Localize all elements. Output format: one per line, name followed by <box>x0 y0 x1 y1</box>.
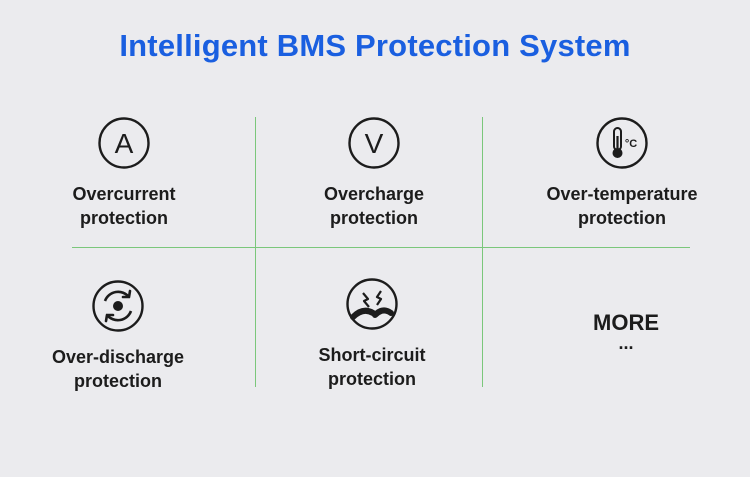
divider-vertical-1 <box>255 117 256 387</box>
more-label: MORE <box>593 310 659 335</box>
feature-label: Overcurrent protection <box>72 184 176 228</box>
feature-label: Overcharge protection <box>323 184 425 228</box>
thermometer-icon: °C <box>596 117 648 169</box>
voltmeter-icon: V <box>348 117 400 169</box>
short-circuit-icon <box>346 278 398 330</box>
more-indicator: MORE ... <box>516 310 736 353</box>
svg-text:A: A <box>115 128 134 159</box>
feature-short-circuit: Short-circuit protection <box>262 277 482 391</box>
more-dots: ... <box>618 333 634 353</box>
svg-text:°C: °C <box>625 138 637 150</box>
feature-label: Short-circuit protection <box>318 345 426 389</box>
ammeter-icon: A <box>98 117 150 169</box>
feature-overcharge: V Overcharge protection <box>264 116 484 230</box>
discharge-cycle-icon <box>92 280 144 332</box>
page-title: Intelligent BMS Protection System <box>119 28 631 63</box>
feature-over-temperature: °C Over-temperature protection <box>512 116 732 230</box>
feature-label: Over-temperature protection <box>546 184 698 228</box>
svg-text:V: V <box>365 128 384 159</box>
feature-overcurrent: A Overcurrent protection <box>14 116 234 230</box>
divider-vertical-2 <box>482 117 483 387</box>
feature-label: Over-discharge protection <box>51 347 185 391</box>
divider-horizontal <box>72 247 690 248</box>
feature-over-discharge: Over-discharge protection <box>8 279 228 393</box>
